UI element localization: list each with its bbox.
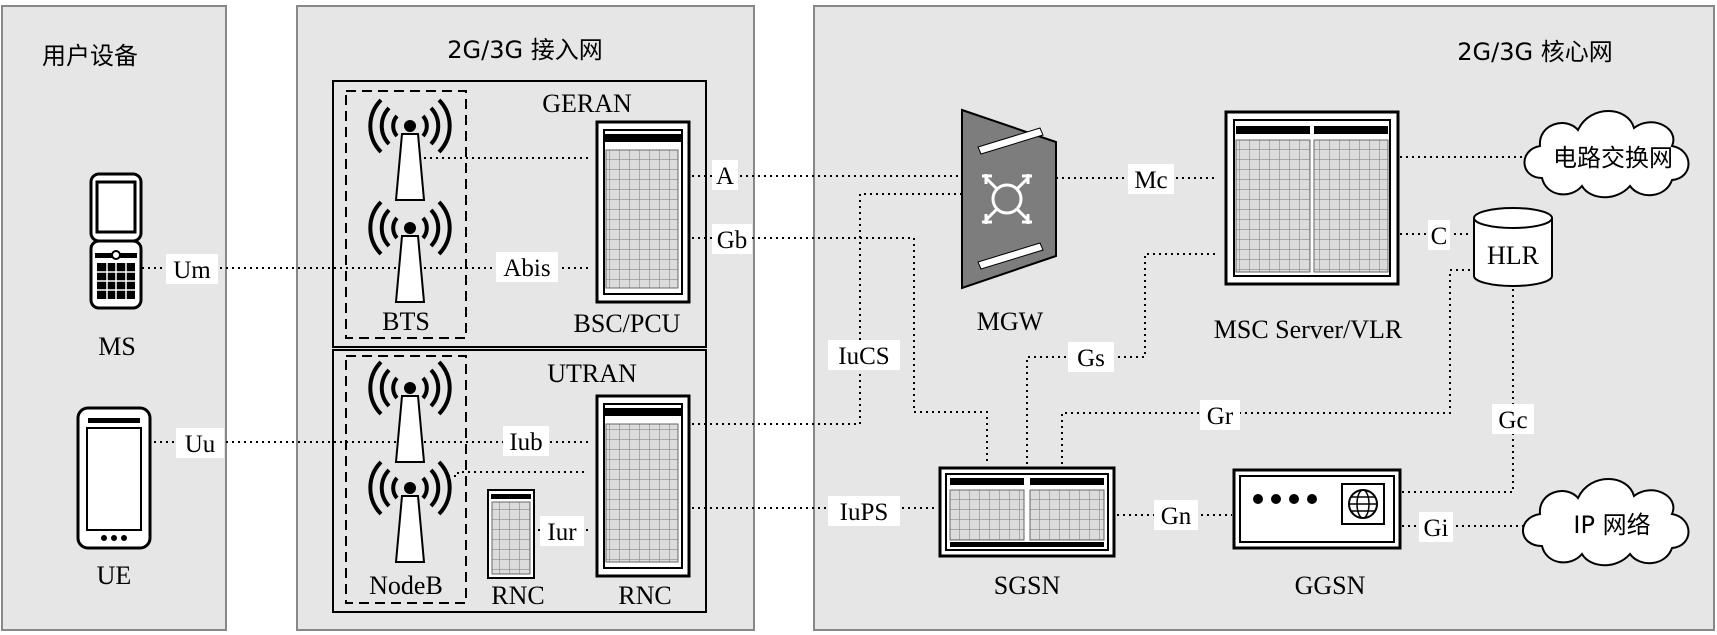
interface-uu: Uu <box>185 431 216 458</box>
nodeb-dashed-box <box>345 355 467 604</box>
bts-label: BTS <box>382 307 430 336</box>
interface-abis: Abis <box>503 255 550 282</box>
mgw-label: MGW <box>977 307 1044 336</box>
interface-gs: Gs <box>1077 345 1105 372</box>
ggsn-router-icon <box>1232 468 1402 550</box>
core-region-title: 2G/3G 核心网 <box>1457 38 1612 66</box>
ms-phone-icon <box>89 172 143 310</box>
interface-um: Um <box>173 257 211 284</box>
msc-server-rack-icon <box>1224 110 1400 286</box>
interface-gc: Gc <box>1498 407 1527 434</box>
rnc-rack-icon <box>595 394 691 578</box>
rnc-small-rack-icon <box>487 489 535 579</box>
rnc-small-label: RNC <box>491 581 544 610</box>
bts-dashed-box <box>345 90 467 339</box>
sgsn-rack-icon <box>938 466 1116 558</box>
interface-mc: Mc <box>1134 167 1167 194</box>
ggsn-label: GGSN <box>1295 571 1366 600</box>
ue-region-title: 用户设备 <box>42 42 138 70</box>
interface-gr: Gr <box>1207 403 1234 430</box>
ue-smartphone-icon <box>76 406 152 550</box>
interface-iur: Iur <box>547 519 577 546</box>
cs-network-cloud-icon <box>1523 110 1690 199</box>
interface-gb: Gb <box>717 227 748 254</box>
access-region-title: 2G/3G 接入网 <box>447 36 602 64</box>
utran-label: UTRAN <box>547 359 637 388</box>
interface-iups: IuPS <box>840 499 889 526</box>
hlr-label: HLR <box>1487 241 1540 270</box>
sgsn-label: SGSN <box>994 571 1061 600</box>
interface-iub: Iub <box>509 429 542 456</box>
interface-gn: Gn <box>1161 503 1192 530</box>
cs-network-label: 电路交换网 <box>1553 144 1673 172</box>
ms-label: MS <box>98 332 136 361</box>
interface-iucs: IuCS <box>838 343 889 370</box>
ue-label: UE <box>97 561 132 590</box>
interface-gi: Gi <box>1424 515 1449 542</box>
rnc-main-label: RNC <box>618 581 671 610</box>
nodeb-label: NodeB <box>369 571 443 600</box>
bsc-pcu-label: BSC/PCU <box>574 309 681 338</box>
interface-a: A <box>716 163 734 190</box>
hlr-database-icon <box>1473 207 1553 287</box>
interface-c: C <box>1431 223 1448 250</box>
ip-network-label: IP 网络 <box>1573 511 1650 539</box>
interface-label-backgrounds <box>166 160 1534 546</box>
geran-label: GERAN <box>542 89 632 118</box>
mgw-switch-icon <box>961 108 1057 290</box>
bsc-pcu-rack-icon <box>595 120 691 304</box>
ip-network-cloud-icon <box>1522 478 1690 567</box>
connection-lines <box>142 156 1532 531</box>
msc-label: MSC Server/VLR <box>1214 315 1403 344</box>
